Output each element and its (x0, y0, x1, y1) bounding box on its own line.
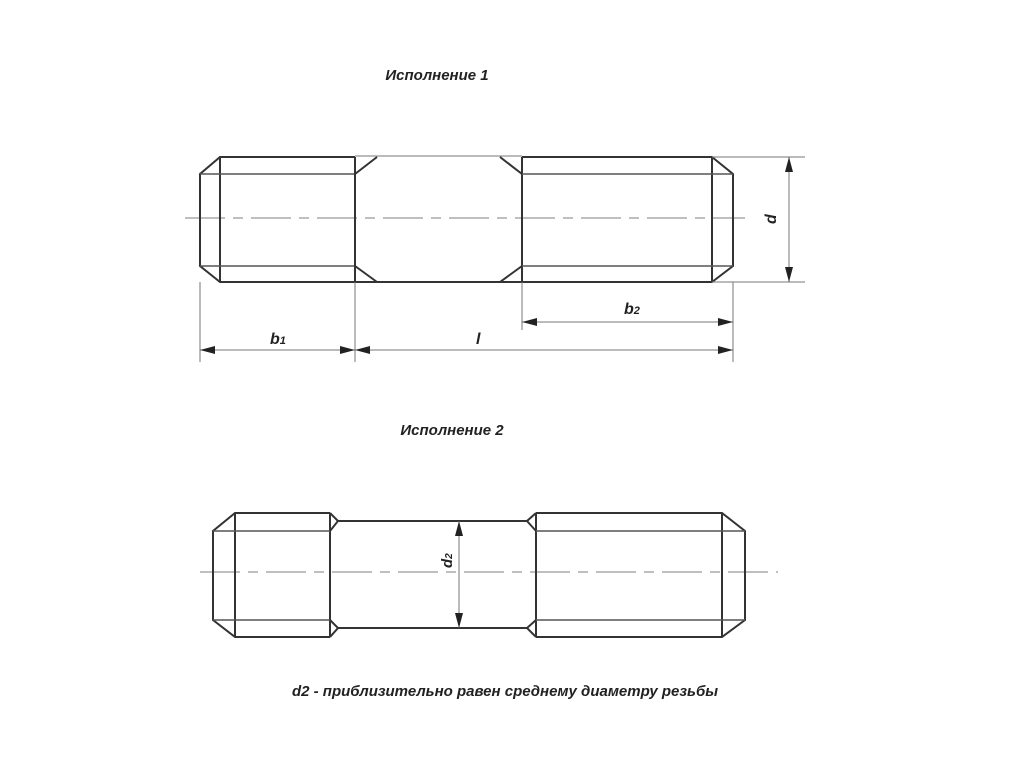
left-thread-outline (199, 156, 355, 283)
stud-view-1 (185, 155, 745, 283)
label-d2: d2 (439, 553, 456, 568)
right-thread-outline (522, 156, 734, 283)
label-b1: b1 (270, 331, 286, 348)
label-l: l (476, 331, 481, 348)
label-b2: b2 (624, 301, 640, 318)
dimensions-view-1: b1 l b2 d (199, 156, 805, 362)
stud-view-2: d2 (200, 512, 778, 638)
left-thread-outline (212, 512, 330, 638)
right-thread-outline (536, 512, 746, 638)
view1-title: Исполнение 1 (385, 67, 488, 84)
footnote: d2 - приблизительно равен среднему диаме… (292, 683, 718, 700)
label-d: d (763, 213, 780, 224)
view2-title: Исполнение 2 (400, 422, 504, 439)
